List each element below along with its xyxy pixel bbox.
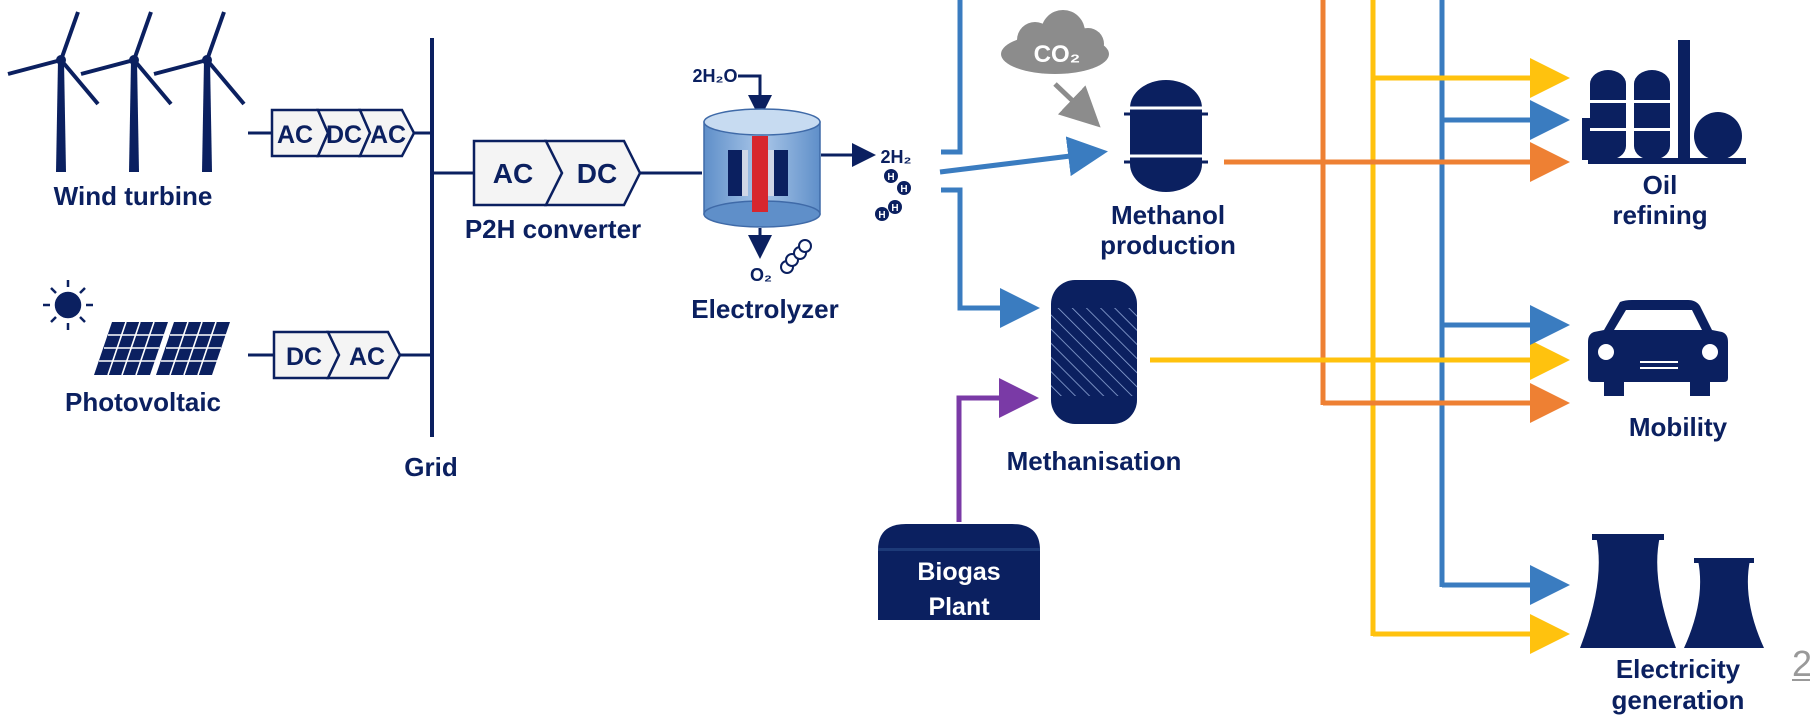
electricity-label-line2: generation (1612, 685, 1745, 715)
electricity-label-line1: Electricity (1616, 654, 1741, 684)
p2h-converter-label: P2H converter (465, 214, 641, 244)
oil-refinery-icon (1582, 40, 1746, 164)
mobility-label: Mobility (1629, 412, 1728, 442)
grid-label: Grid (404, 452, 457, 482)
svg-text:H: H (891, 203, 898, 214)
pv-converter-stage-2: AC (349, 343, 385, 371)
oxygen-molecule-icon (780, 239, 812, 274)
p2h-converter-stage-1: AC (493, 158, 533, 189)
methanol-label-line1: Methanol (1111, 200, 1225, 230)
pv-converter: DC AC (272, 330, 402, 380)
co2-label: CO₂ (1034, 41, 1081, 68)
methanol-label-line2: production (1100, 230, 1236, 260)
oxygen-output-label: O₂ (750, 265, 772, 285)
biogas-label-line2: Plant (928, 593, 990, 621)
svg-text:H: H (878, 210, 885, 221)
photovoltaic-label: Photovoltaic (65, 387, 221, 417)
p2h-converter: AC DC (472, 139, 642, 207)
wind-converter: AC DC AC (270, 108, 416, 158)
wind-turbine-icon (7, 11, 246, 172)
p2h-converter-stage-2: DC (577, 158, 617, 189)
methanisation-label: Methanisation (1007, 446, 1182, 476)
svg-text:H: H (900, 184, 907, 195)
electrolyzer-label: Electrolyzer (691, 294, 838, 324)
wind-converter-stage-1: AC (277, 121, 313, 149)
car-icon (1588, 300, 1728, 396)
wind-converter-stage-2: DC (326, 121, 362, 149)
page-number: 2 (1792, 643, 1810, 684)
solar-panel-icon (94, 321, 230, 376)
methanisation-reactor-icon (1051, 280, 1137, 424)
biogas-label-line1: Biogas (917, 558, 1000, 586)
electrolyzer-icon (703, 108, 821, 228)
biogas-plant-icon: Biogas Plant (878, 524, 1040, 621)
hydrogen-molecule-icon: H H H H (875, 169, 911, 221)
cooling-tower-icon (1580, 534, 1764, 648)
oil-refining-label-line2: refining (1612, 200, 1707, 230)
oil-refining-label-line1: Oil (1643, 170, 1678, 200)
svg-text:H: H (887, 172, 894, 183)
sun-icon (43, 280, 93, 330)
wind-turbine-label: Wind turbine (54, 181, 213, 211)
hydrogen-flow-lines (939, 0, 1108, 328)
hydrogen-output-label: 2H₂ (880, 147, 911, 167)
methanol-reactor-icon (1124, 80, 1208, 192)
water-input-label: 2H₂O (692, 66, 737, 86)
wind-converter-stage-3: AC (370, 121, 406, 149)
co2-cloud-icon: CO₂ (1001, 10, 1109, 74)
pv-converter-stage-1: DC (286, 343, 322, 371)
